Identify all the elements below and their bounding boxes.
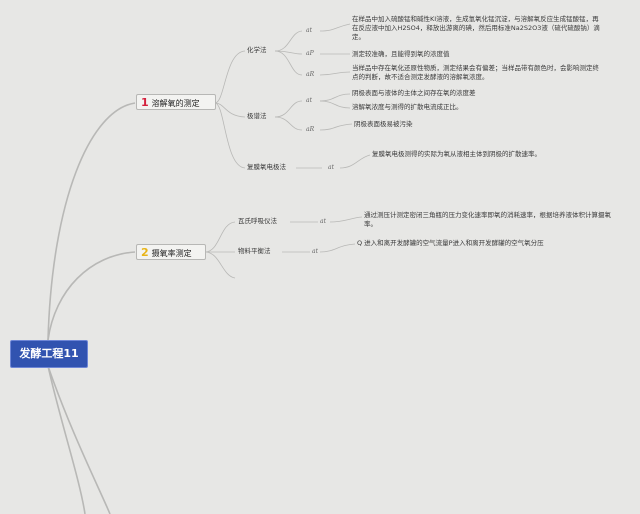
- chemical-principle-text: 在样品中加入硫酸锰和碱性KI溶液，生成氢氧化锰沉淀，与溶解氧反应生成锰酸锰，再在…: [352, 15, 600, 41]
- method-polarographic[interactable]: 极谱法: [247, 112, 267, 120]
- material-balance-text: Q 进入和离开发酵罐的空气流量P进入和离开发酵罐的空气氧分压: [357, 239, 544, 247]
- membrane-principle-text: 复膜氧电极测得的实际为氧从液相主体到阴极的扩散速率。: [372, 150, 541, 158]
- method-membrane-electrode[interactable]: 复膜氧电极法: [247, 163, 286, 171]
- tag-at: at: [312, 248, 318, 255]
- branch-label: 溶解氧的测定: [151, 99, 200, 108]
- branch-number-2: 2: [141, 246, 149, 259]
- central-topic[interactable]: 发酵工程11: [10, 340, 88, 368]
- method-material-balance[interactable]: 物料平衡法: [238, 247, 271, 255]
- tag-ap: aP: [306, 50, 314, 57]
- branch-label: 摄氧率测定: [151, 249, 192, 258]
- chemical-advantage-text: 测定较准确，且能得到氧的浓度值: [352, 50, 450, 58]
- chemical-limitation-text: 当样品中存在氧化还原性物质，测定结果会有偏差；当样品带有颜色时，会影响测定终点的…: [352, 64, 599, 81]
- method-chemical[interactable]: 化学法: [247, 46, 267, 54]
- tag-at: at: [306, 27, 312, 34]
- polarographic-limitation-text: 阴极表面极易被污染: [354, 120, 413, 128]
- polarographic-principle-text-1: 阴极表面与液体的主体之间存在氧的浓度差: [352, 89, 476, 97]
- method-warburg[interactable]: 瓦氏呼吸仪法: [238, 217, 277, 225]
- tag-at: at: [328, 164, 334, 171]
- tag-at: at: [320, 218, 326, 225]
- warburg-principle-text: 通过测压计测定密闭三角瓶的压力变化速率即氧的消耗速率，根据培养液体积计算摄氧率。: [364, 211, 611, 228]
- tag-ar: aR: [306, 71, 315, 78]
- polarographic-principle-text-2: 溶解氧浓度与测得的扩散电流成正比。: [352, 103, 463, 111]
- branch-number-1: 1: [141, 96, 149, 109]
- tag-at: at: [306, 97, 312, 104]
- tag-ar: aR: [306, 126, 315, 133]
